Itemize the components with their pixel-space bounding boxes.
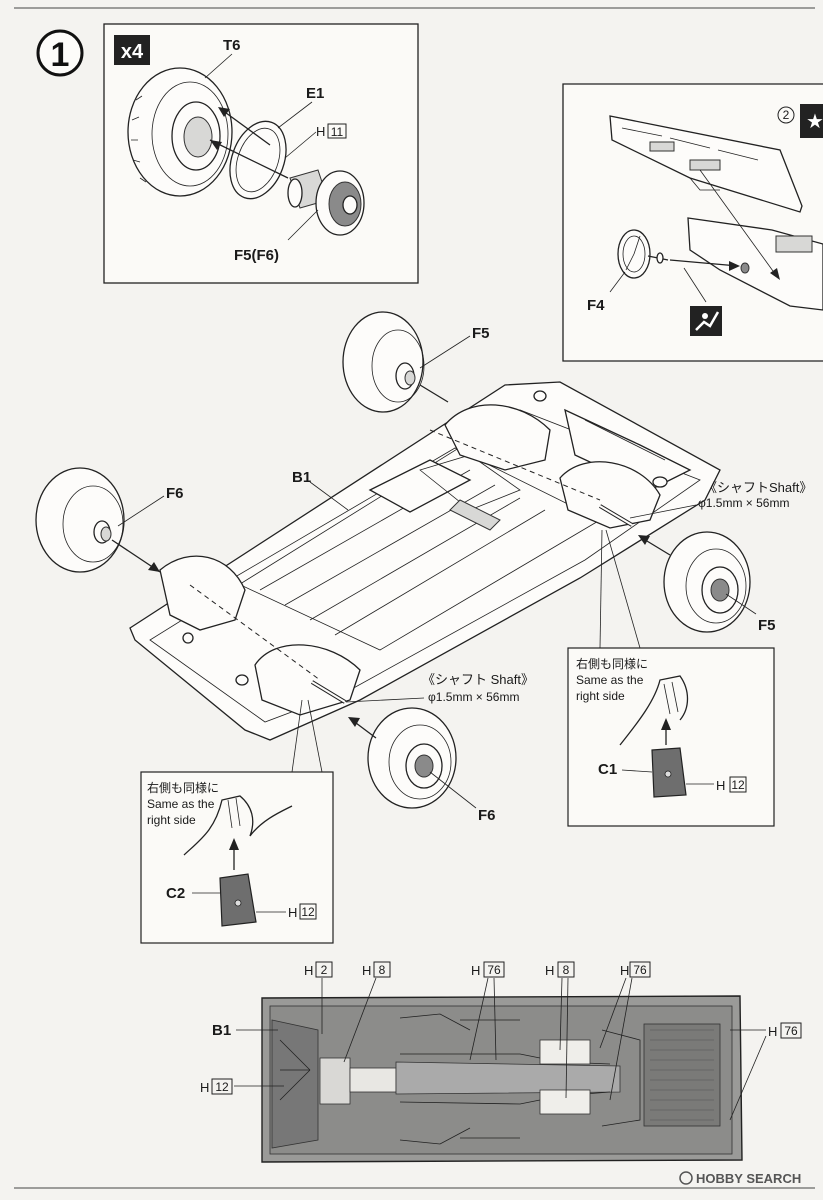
wheel-rear-left	[35, 467, 161, 573]
dashboard-body-part	[687, 217, 823, 311]
left-detail-en1: Same as the	[147, 797, 215, 811]
tire-assembly-box: x4 T6 E1	[103, 23, 419, 284]
shaft-left-label: 《シャフト Shaft》	[422, 672, 534, 687]
h-label-4: H 8	[545, 961, 575, 1099]
watermark-text: HOBBY SEARCH	[696, 1171, 801, 1186]
step-number-badge: 1	[36, 29, 84, 77]
shaft-right-label: 《シャフトShaft》	[704, 480, 812, 495]
right-detail-en1: Same as the	[576, 673, 644, 687]
wheel-bottom-part-label: F6	[478, 807, 496, 824]
svg-text:H: H	[545, 963, 554, 978]
ring-part-label: E1	[306, 85, 324, 102]
tire-part-label: T6	[223, 37, 241, 54]
hub-h-label: H	[316, 124, 325, 139]
shaft-right-spec: φ1.5mm × 56mm	[698, 496, 789, 510]
chassis-assembly	[129, 381, 721, 741]
svg-text:★: ★	[806, 109, 823, 133]
h-label-6: H 76	[729, 1022, 802, 1121]
svg-text:8: 8	[563, 963, 570, 977]
left-detail-h-label: H	[288, 905, 297, 920]
steering-part-label: F4	[587, 297, 605, 314]
dashboard-detail-box: ★ 2 F4	[562, 83, 823, 362]
wheel-left-part-label: F6	[166, 485, 184, 502]
tire-part	[127, 67, 233, 197]
chassis-underside-view	[261, 995, 743, 1163]
h-label-2: H 8	[343, 961, 391, 1063]
left-detail-en2: right side	[147, 813, 196, 827]
right-detail-en2: right side	[576, 689, 625, 703]
h-label-7: H 12	[200, 1078, 284, 1095]
circled-number: 2	[783, 108, 790, 122]
svg-text:H: H	[304, 963, 313, 978]
svg-text:H: H	[471, 963, 480, 978]
svg-text:76: 76	[487, 963, 501, 977]
assembly-arrow	[221, 109, 271, 146]
svg-text:12: 12	[215, 1080, 229, 1094]
hub-h-number: 11	[331, 125, 344, 139]
wheel-top-part-label: F5	[472, 325, 490, 342]
mudflap-detail-right: 右側も同様に Same as the right side C1 H 12	[567, 529, 775, 827]
assembly-arrow	[669, 259, 739, 267]
svg-text:2: 2	[321, 963, 328, 977]
quantity-multiplier: x4	[121, 41, 144, 63]
svg-text:76: 76	[784, 1024, 798, 1038]
cement-icon	[690, 306, 722, 336]
svg-text:76: 76	[633, 963, 647, 977]
svg-text:H: H	[200, 1080, 209, 1095]
right-detail-part-label: C1	[598, 761, 617, 778]
hub-part-label: F5(F6)	[234, 247, 279, 264]
h-label-1: H 2	[304, 961, 333, 1034]
right-detail-h-number: 12	[731, 778, 745, 792]
left-detail-h-number: 12	[301, 905, 315, 919]
wheel-rear-bottom	[348, 707, 457, 809]
instrument-panel-part	[609, 115, 803, 213]
wheel-front-top	[342, 311, 449, 413]
h-label-3: H 76	[469, 961, 505, 1061]
left-detail-part-label: C2	[166, 885, 185, 902]
step-number: 1	[51, 36, 70, 74]
svg-text:H: H	[768, 1024, 777, 1039]
right-detail-h-label: H	[716, 778, 725, 793]
wheel-hub-part	[287, 169, 365, 236]
chassis-part-label: B1	[292, 469, 311, 486]
wheel-front-right	[638, 531, 751, 633]
assembly-arrow	[209, 139, 289, 179]
shaft-left-spec: φ1.5mm × 56mm	[428, 690, 519, 704]
left-detail-jp: 右側も同様に	[147, 780, 219, 795]
underside-b1-label: B1	[212, 1022, 231, 1039]
svg-text:H: H	[362, 963, 371, 978]
svg-text:8: 8	[379, 963, 386, 977]
right-detail-jp: 右側も同様に	[576, 656, 648, 671]
watermark: HOBBY SEARCH	[679, 1171, 801, 1186]
wheel-right-part-label: F5	[758, 617, 776, 634]
mudflap-detail-left: 右側も同様に Same as the right side C2 H 12	[140, 699, 334, 944]
steering-wheel-part	[617, 229, 669, 279]
h-label-5: H 76	[599, 961, 651, 1101]
svg-text:H: H	[620, 963, 629, 978]
